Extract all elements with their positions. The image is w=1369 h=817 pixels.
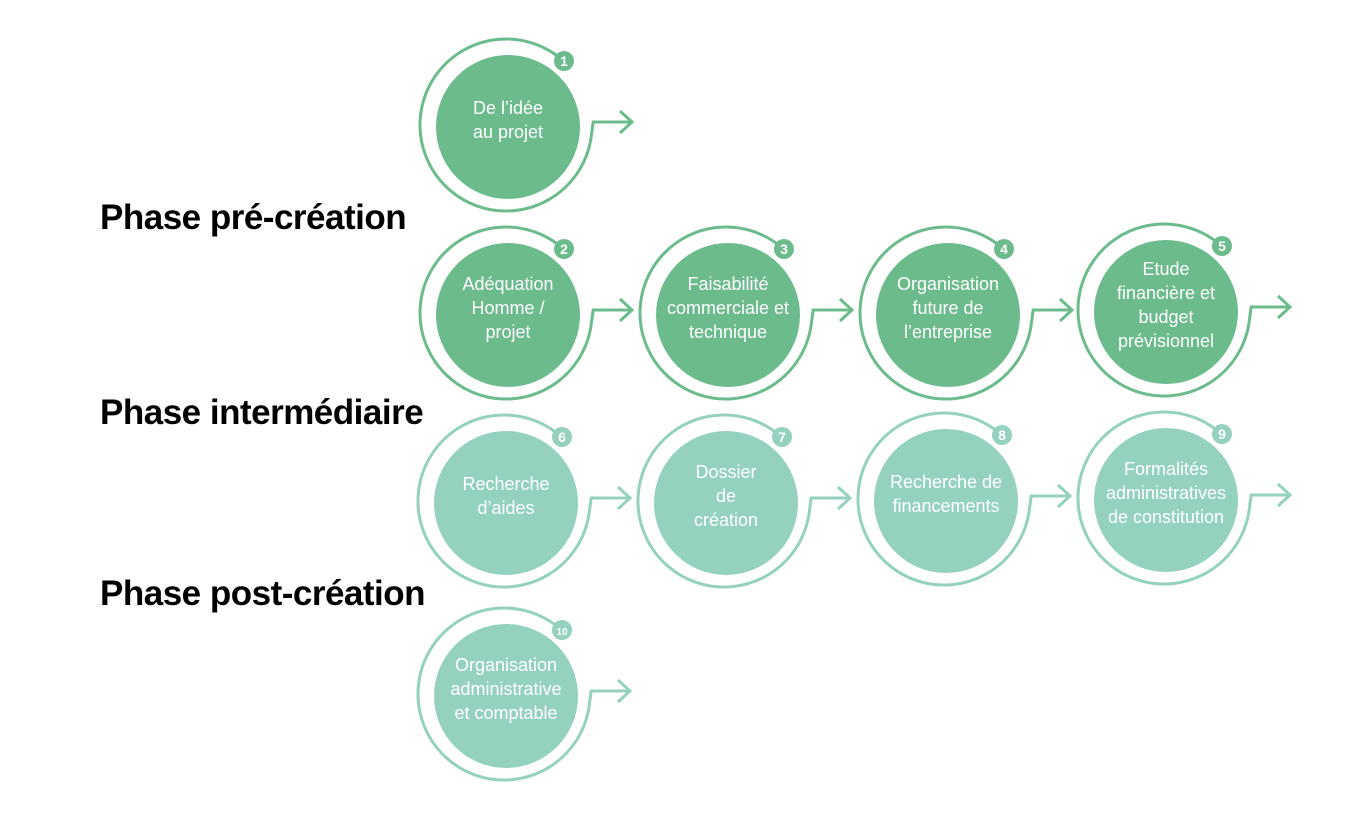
step-3[interactable]: 3 — [638, 225, 855, 401]
step-label: Formalités administratives de constituti… — [1105, 459, 1227, 527]
step-circle — [436, 243, 580, 387]
ring-arc — [1076, 222, 1251, 398]
step-circle — [874, 429, 1018, 573]
ring-arc — [418, 37, 593, 213]
arrow-connector — [589, 120, 632, 138]
phase-title-intermediaire: Phase intermédiaire — [100, 393, 424, 432]
step-circle — [434, 431, 578, 575]
step-number: 5 — [1218, 238, 1226, 254]
step-9[interactable]: 9 — [1076, 410, 1293, 586]
step-number-badge — [1212, 424, 1232, 444]
step-circle — [1094, 428, 1238, 572]
ring-arc — [418, 225, 593, 401]
ring-arc — [638, 225, 813, 401]
step-circle — [876, 243, 1020, 387]
step-number-badge — [992, 425, 1012, 445]
step-number-badge — [774, 239, 794, 259]
arrow-right-icon — [618, 297, 635, 323]
step-4[interactable]: 4 — [858, 225, 1075, 401]
phase-title-pre-creation: Phase pré-création — [100, 198, 407, 237]
arrow-right-icon — [838, 297, 855, 323]
step-7[interactable]: 7 — [636, 413, 853, 589]
step-1[interactable]: 1 — [418, 37, 635, 213]
step-circle — [656, 243, 800, 387]
step-number: 3 — [780, 241, 788, 257]
step-label: Adéquation Homme / projet — [462, 274, 554, 342]
step-8[interactable]: 8 — [856, 411, 1073, 587]
step-label: Etude financière et budget prévisionnel — [1116, 259, 1216, 351]
step-label: Recherche d’aides — [462, 474, 550, 518]
step-5[interactable]: 5 — [1076, 222, 1293, 398]
arrow-connector — [1027, 494, 1070, 512]
arrow-right-icon — [1276, 294, 1293, 320]
arrow-connector — [807, 496, 850, 514]
step-number: 7 — [778, 429, 786, 445]
arrow-connector — [1029, 308, 1072, 326]
ring-arc — [636, 413, 811, 589]
step-circle — [654, 431, 798, 575]
step-number: 2 — [560, 241, 568, 257]
step-number: 6 — [558, 429, 566, 445]
arrow-connector — [809, 308, 852, 326]
arrow-connector — [1247, 493, 1290, 511]
step-circle — [436, 55, 580, 199]
phase-title-post-creation: Phase post-création — [100, 574, 426, 613]
step-number-badge — [1212, 236, 1232, 256]
arrow-connector — [1247, 305, 1290, 323]
step-number-badge — [772, 427, 792, 447]
step-number-badge — [554, 51, 574, 71]
ring-arc — [856, 411, 1031, 587]
step-2[interactable]: 2 — [418, 225, 635, 401]
arrow-connector — [587, 689, 630, 707]
ring-arc — [858, 225, 1033, 401]
arrow-connector — [587, 496, 630, 514]
step-label: Dossier de création — [693, 462, 759, 530]
ring-arc — [416, 413, 591, 589]
step-number-badge — [994, 239, 1014, 259]
arrow-right-icon — [1058, 297, 1075, 323]
arrow-right-icon — [618, 109, 635, 135]
step-label: Organisation future de l’entreprise — [896, 274, 1000, 342]
step-number-badge — [552, 620, 572, 640]
step-circle — [1094, 240, 1238, 384]
arrow-right-icon — [836, 485, 853, 511]
arrow-right-icon — [616, 485, 633, 511]
ring-arc — [416, 606, 591, 782]
step-number: 9 — [1218, 426, 1226, 442]
step-number: 10 — [556, 627, 568, 638]
step-circle — [434, 624, 578, 768]
step-label: Recherche de financements — [889, 472, 1003, 516]
step-number: 8 — [998, 427, 1006, 443]
step-label: De l’idée au projet — [472, 98, 544, 142]
arrow-right-icon — [616, 678, 633, 704]
step-number: 1 — [560, 53, 568, 69]
step-6[interactable]: 6 — [416, 413, 633, 589]
ring-arc — [1076, 410, 1251, 586]
arrow-right-icon — [1276, 482, 1293, 508]
step-number-badge — [554, 239, 574, 259]
step-number: 4 — [1000, 241, 1008, 257]
arrow-connector — [589, 308, 632, 326]
step-10[interactable]: 10 — [416, 606, 633, 782]
arrow-right-icon — [1056, 483, 1073, 509]
step-label: Organisation administrative et comptable — [450, 655, 562, 723]
step-number-badge — [552, 427, 572, 447]
step-label: Faisabilité commerciale et technique — [666, 274, 790, 342]
